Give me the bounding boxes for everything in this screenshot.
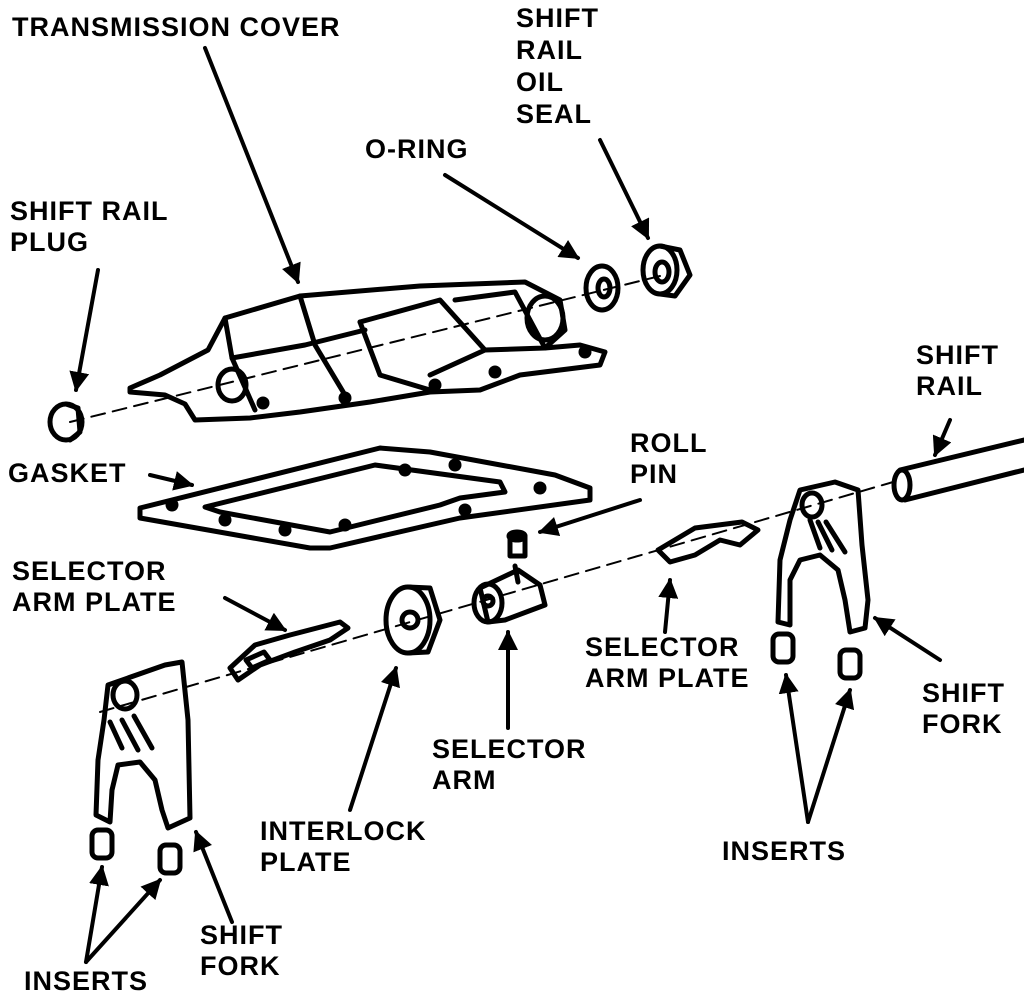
label-shift-rail: SHIFT RAIL [916,340,999,401]
inserts-right [770,631,863,681]
interlock-plate [383,584,443,656]
o-ring [583,263,621,313]
label-inserts-left: INSERTS [24,966,149,996]
gasket [137,445,593,551]
label-shift-rail-plug: SHIFT RAIL PLUG [10,196,169,257]
label-transmission-cover: TRANSMISSION COVER [12,12,341,42]
label-roll-pin: ROLL PIN [630,428,708,489]
shift-fork-right [775,479,871,635]
shift-rail-rod [891,437,1024,503]
selector-arm-plate-left [227,619,351,683]
label-shift-fork-right: SHIFT FORK [922,678,1005,739]
transmission-cover [127,279,608,423]
roll-pin [506,529,528,559]
label-shift-fork-left: SHIFT FORK [200,920,283,981]
label-shift-rail-oil-seal: SHIFT RAIL OIL SEAL [516,3,599,129]
label-gasket: GASKET [8,458,127,488]
label-o-ring: O-RING [365,134,469,164]
label-inserts-right: INSERTS [722,836,847,866]
leader-arrows [69,46,952,964]
label-selector-arm: SELECTOR ARM [432,734,587,795]
label-selector-arm-plate-right: SELECTOR ARM PLATE [585,632,750,693]
upper-centerline [69,275,661,423]
label-selector-arm-plate-left: SELECTOR ARM PLATE [12,556,177,617]
inserts-left [89,827,183,876]
selector-arm-plate-right [655,519,761,565]
selector-arm [471,563,548,625]
shift-rail-plug [47,401,85,443]
label-interlock-plate: INTERLOCK PLATE [260,816,427,877]
shift-fork-left [93,659,193,831]
shift-rail-oil-seal [640,243,693,299]
